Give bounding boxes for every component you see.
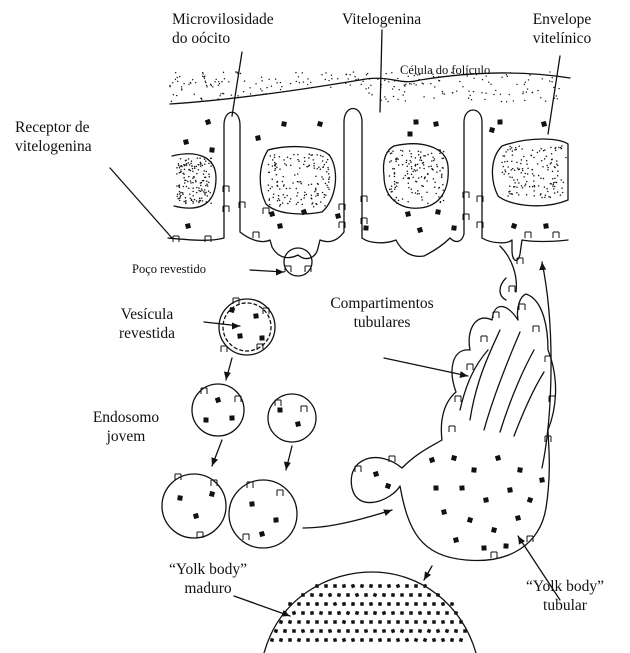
fusing-endosome: [229, 480, 297, 548]
label-celula-foliculo: Célula do folículo: [400, 63, 490, 78]
label-vitelogenina: Vitelogenina: [342, 10, 421, 29]
follicle-cell-nucleus: [383, 144, 448, 208]
fusing-endosome: [162, 474, 226, 538]
tubular-compartment: [500, 278, 506, 300]
leader-line: [110, 168, 172, 238]
follicle-cell-boundary: [170, 73, 570, 104]
leader-line: [234, 596, 290, 616]
tubular-compartment: [500, 246, 516, 292]
follicle-cell-nucleus: [492, 139, 568, 206]
tubular-compartment: [470, 330, 500, 420]
follicle-cell-nucleus: [260, 147, 335, 214]
arrow: [303, 510, 392, 528]
leader-line: [384, 358, 468, 376]
arrow: [542, 262, 551, 468]
label-yolk-tubular: “Yolk body”tubular: [510, 577, 620, 615]
tubular-yolk-body: [351, 294, 555, 561]
tubular-compartment: [484, 332, 520, 430]
label-yolk-maduro: “Yolk body”maduro: [148, 560, 268, 598]
early-endosome: [192, 384, 244, 436]
leader-line: [548, 56, 560, 134]
label-poco-revestido: Poço revestido: [132, 262, 206, 277]
follicle-cell-stipple: [169, 71, 559, 102]
tubular-compartment: [500, 350, 534, 432]
leader-line: [232, 52, 242, 116]
oocyte-membrane: [168, 109, 568, 261]
coated-pit: [284, 248, 312, 276]
nucleus-stipple: [176, 145, 567, 207]
